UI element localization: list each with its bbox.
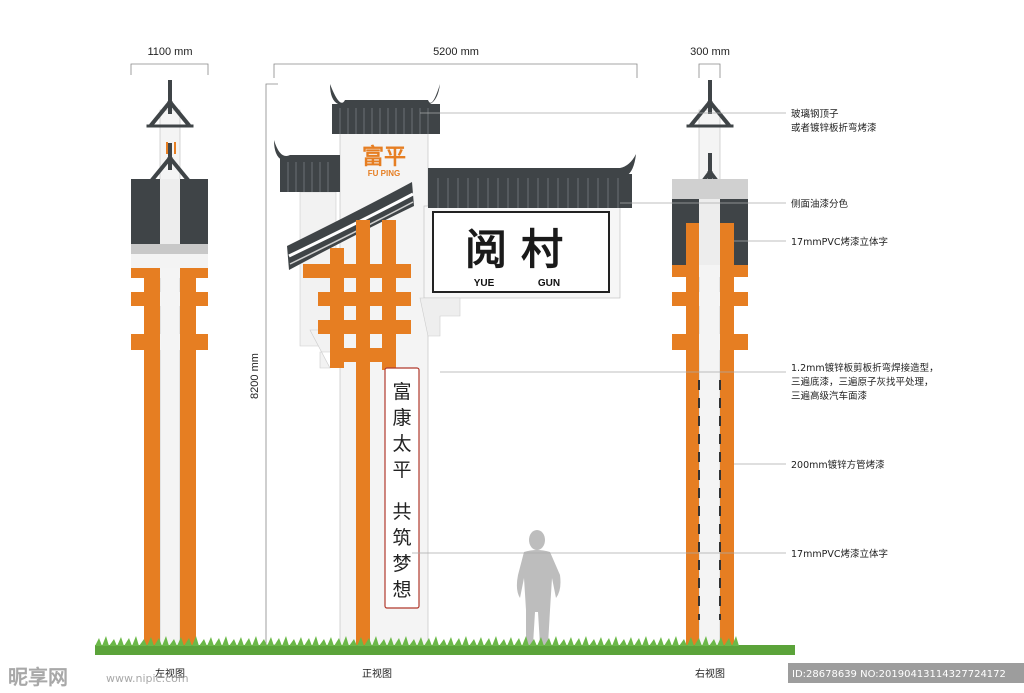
dim-right-width: 300 mm — [690, 46, 730, 58]
main-roof — [330, 84, 440, 134]
orange-lattice — [303, 220, 411, 650]
slogan-char: 富 — [392, 381, 411, 403]
slogan-char: 想 — [392, 579, 411, 601]
right-roof — [428, 154, 636, 208]
left-view — [131, 80, 208, 651]
slogan-char: 康 — [392, 407, 411, 429]
slogan-char: 平 — [392, 459, 411, 481]
watermark-url: www.nipic.com — [106, 672, 189, 685]
grass-ground — [95, 636, 795, 655]
brand-pinyin: FU PING — [368, 169, 400, 178]
annotation-text: 侧面油漆分色 — [791, 198, 849, 210]
annotation-text: 200mm镀锌方管烤漆 — [791, 459, 885, 471]
watermark-id: ID:28678639 NO:20190413114327724172 — [792, 669, 1006, 680]
watermark: 昵享网 www.nipic.com ID:28678639 NO:2019041… — [8, 663, 1024, 689]
right-view — [672, 80, 748, 651]
annotation-text: 17mmPVC烤漆立体字 — [791, 236, 888, 248]
slogan-plaque: 富 康 太 平 共 筑 梦 想 — [384, 367, 420, 609]
caption-right-view: 右视图 — [695, 667, 725, 680]
dim-height: 8200 mm — [249, 353, 261, 399]
title-chinese: 阅村 — [465, 225, 577, 274]
dim-front-width: 5200 mm — [433, 46, 479, 58]
annotation-leaders — [412, 112, 786, 554]
annotation-text: 三遍底漆，三遍原子灰找平处理， — [791, 376, 934, 388]
title-pinyin-1: YUE — [474, 278, 495, 289]
swoosh-band — [287, 182, 414, 270]
left-roof — [274, 140, 340, 192]
annotation-text: 玻璃钢顶子 — [791, 108, 839, 120]
annotation-text: 或者镀锌板折弯烤漆 — [791, 122, 877, 134]
slogan-char: 筑 — [392, 527, 411, 549]
title-plaque: 阅村 YUE GUN — [432, 211, 610, 293]
slogan-char: 共 — [392, 501, 411, 523]
annotations: 玻璃钢顶子 或者镀锌板折弯烤漆 侧面油漆分色 17mmPVC烤漆立体字 1.2m… — [791, 108, 939, 560]
annotation-text: 1.2mm镀锌板剪板折弯焊接造型， — [791, 362, 939, 374]
brand-chinese: 富平 — [362, 144, 406, 170]
slogan-char: 太 — [392, 433, 411, 455]
slogan-char: 梦 — [392, 553, 411, 575]
caption-front-view: 正视图 — [362, 667, 392, 680]
front-view: 富平 FU PING 阅村 YUE GUN 富 康 太 平 共 筑 梦 想 — [274, 84, 636, 651]
human-silhouette — [516, 530, 561, 645]
dim-left-width: 1100 mm — [147, 46, 192, 58]
caption-left-view: 左视图 — [155, 667, 185, 680]
annotation-text: 17mmPVC烤漆立体字 — [791, 548, 888, 560]
watermark-logo: 昵享网 — [8, 665, 68, 689]
annotation-text: 三遍高级汽车面漆 — [791, 390, 868, 402]
title-pinyin-2: GUN — [538, 278, 560, 289]
